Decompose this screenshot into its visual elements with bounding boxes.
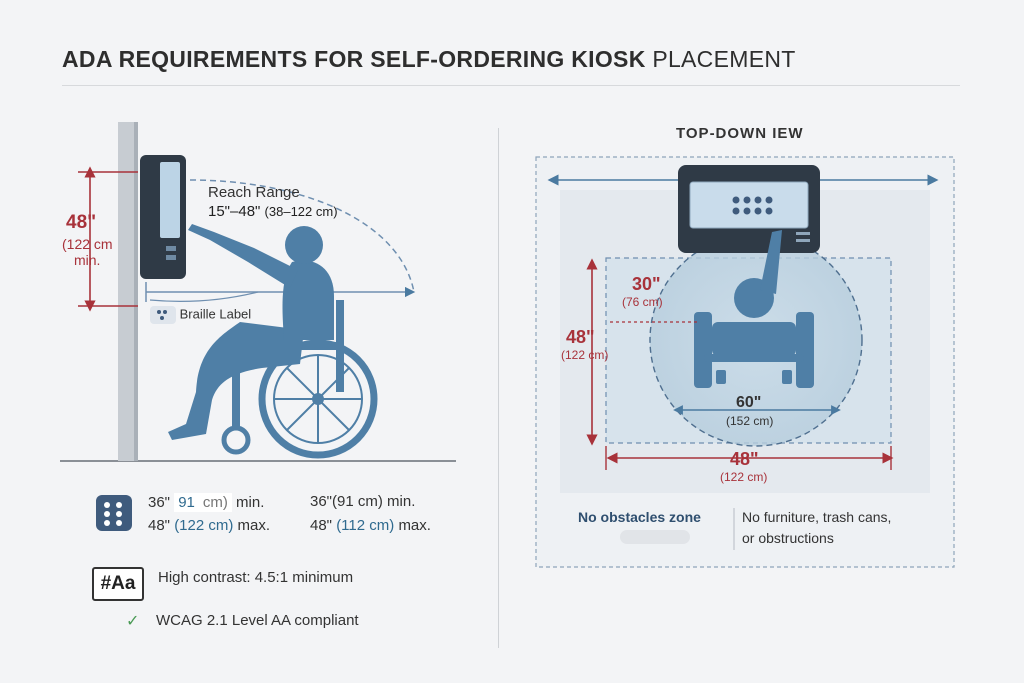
title-bold: ADA REQUIREMENTS FOR SELF-ORDERING KIOSK [62, 46, 646, 72]
wheelchair-user-icon [168, 224, 378, 459]
spec-1a-metric: 91 [174, 493, 199, 512]
check-icon: ✓ [126, 613, 140, 630]
spec-row-1b: 36"(91 cm) min. [310, 493, 415, 510]
turning-value: 60" [736, 394, 762, 411]
spec-2a-imperial: 48" [148, 517, 171, 534]
wheelchair-top-icon [694, 230, 814, 388]
height-min-label: min. [74, 252, 101, 268]
wall-post [118, 122, 138, 461]
reach-metric: (38–122 cm) [264, 204, 338, 219]
braille-dots-icon [150, 306, 176, 324]
zone-desc-line2: or obstructions [742, 530, 834, 546]
depth-value: 30" [632, 274, 661, 294]
spec-2a-metric: (122 cm) [174, 517, 234, 534]
reach-range-value: 15"–48" (38–122 cm) [208, 203, 338, 220]
bottom-width-value: 48" [730, 449, 759, 469]
reach-arc [189, 179, 415, 293]
title-divider [62, 85, 960, 86]
braille-label: Braille Label [179, 306, 252, 322]
side-depth-metric: (122 cm) [561, 348, 609, 362]
spec-1b-suffix: min. [387, 493, 416, 510]
braille-label-row: Braille Label [150, 306, 251, 324]
braille-tile-icon [96, 495, 132, 531]
obstacle-zone-swatch [620, 530, 690, 544]
turning-metric: (152 cm) [726, 414, 774, 428]
side-view [60, 122, 456, 462]
column-divider [498, 128, 499, 648]
height-value: 48" [66, 212, 97, 233]
depth-metric: (76 cm) [622, 295, 663, 309]
no-obstacles-label: No obstacles zone [578, 509, 701, 525]
spec-2b-imperial: 48" [310, 517, 333, 534]
wcag-label: WCAG 2.1 Level AA compliant [156, 612, 359, 629]
spec-row-2b: 48" (112 cm) max. [310, 517, 431, 534]
contrast-label: High contrast: 4.5:1 minimum [158, 569, 354, 586]
spec-1a-unit: cm) [198, 493, 232, 512]
zone-desc-line1: No furniture, trash cans, [742, 509, 892, 525]
contrast-icon: #Aa [92, 567, 144, 601]
reach-range-label: Reach Range [208, 184, 300, 201]
kiosk-side-icon [140, 155, 186, 279]
height-metric: (122 cm [62, 236, 113, 252]
bottom-width-metric: (122 cm) [720, 470, 768, 484]
spec-1a-suffix: min. [236, 494, 265, 511]
side-depth-value: 48" [566, 327, 595, 347]
kiosk-top-icon [678, 165, 820, 253]
spec-1b-metric: (91 cm) [332, 493, 383, 510]
spec-1b-imperial: 36" [310, 493, 333, 510]
reach-imperial: 15"–48" [208, 203, 261, 220]
spec-2b-metric: (112 cm) [336, 517, 395, 534]
spec-2a-suffix: max. [237, 517, 271, 534]
spec-row-2a: 48" (122 cm) max. [148, 517, 270, 534]
page-title: ADA REQUIREMENTS FOR SELF-ORDERING KIOSK… [62, 46, 796, 73]
spec-1a-imperial: 36" [148, 494, 171, 511]
title-light: PLACEMENT [652, 46, 796, 72]
top-view [535, 156, 955, 568]
spec-2b-suffix: max. [398, 517, 431, 534]
top-view-heading: TOP-DOWN IEW [676, 125, 804, 142]
